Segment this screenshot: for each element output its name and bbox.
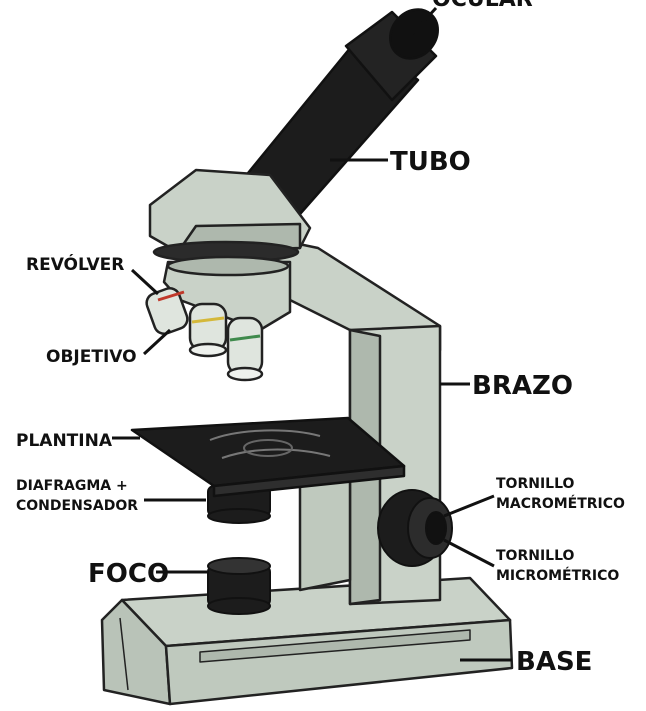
label-objetivo: OBJETIVO: [46, 347, 137, 367]
label-tubo: TUBO: [390, 147, 471, 177]
label-brazo: BRAZO: [472, 371, 573, 401]
label-tornillo-macro-line2: MACROMÉTRICO: [496, 495, 625, 512]
label-tornillo-micro-line1: TORNILLO: [496, 548, 575, 564]
label-revolver: REVÓLVER: [26, 253, 124, 275]
label-diafragma-line2: CONDENSADOR: [16, 498, 138, 514]
foco-part: [208, 558, 270, 614]
base-part: [102, 578, 512, 704]
label-tornillo-micro-line2: MICROMÉTRICO: [496, 567, 619, 584]
tornillo-knobs: [378, 490, 452, 566]
label-plantina: PLANTINA: [16, 431, 113, 451]
label-base: BASE: [516, 647, 592, 677]
label-diafragma-line1: DIAFRAGMA +: [16, 478, 128, 494]
label-tornillo-macro-line1: TORNILLO: [496, 476, 575, 492]
label-foco: FOCO: [88, 559, 169, 589]
label-ocular: OCULAR: [432, 0, 533, 12]
